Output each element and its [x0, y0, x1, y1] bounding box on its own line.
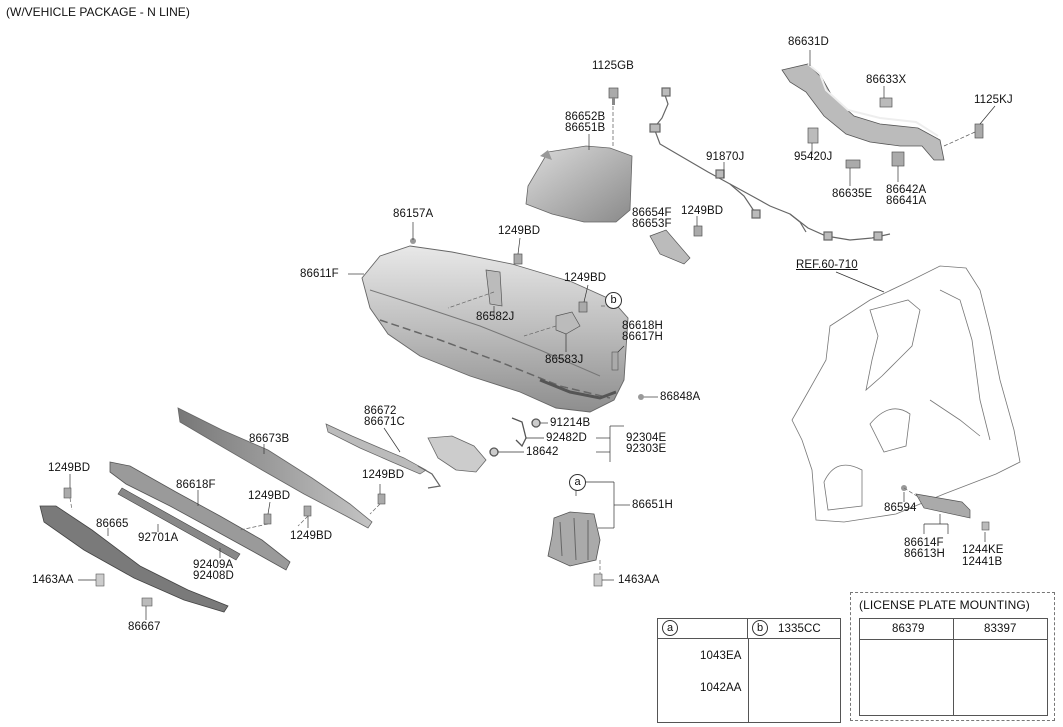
part-label: 92409A	[193, 559, 234, 571]
part-label: 1249BD	[564, 272, 607, 284]
garnish-86673B	[177, 407, 373, 529]
part-label: 1249BD	[248, 490, 291, 502]
bumper-corner-cover	[525, 145, 633, 223]
clip-86848A	[638, 394, 644, 400]
bracket-86583J	[555, 301, 588, 335]
part-label: 86671C	[364, 416, 405, 428]
part-label: 86651B	[565, 122, 606, 134]
legend-marker-b: b	[752, 620, 768, 636]
part-label: 86613H	[904, 548, 945, 560]
license-plate-table: 86379 83397	[859, 618, 1048, 716]
part-label: 92304E	[626, 432, 667, 444]
clip-1463AA-right	[593, 573, 603, 587]
part-label: 86618H	[622, 320, 663, 332]
part-label: 86641A	[886, 195, 927, 207]
reflector-86617H	[611, 351, 619, 371]
part-label: 1249BD	[498, 225, 541, 237]
part-label: 92701A	[138, 532, 179, 544]
molding-92701A	[117, 487, 241, 561]
callout-a: a	[569, 474, 586, 491]
part-label: 86653F	[632, 218, 672, 230]
part-label: 1125KJ	[974, 94, 1013, 106]
part-label: 86652B	[565, 111, 606, 123]
part-label: 18642	[526, 446, 559, 458]
part-label: 86617H	[622, 331, 663, 343]
part-label: 86642A	[886, 184, 927, 196]
part-label: 86667	[128, 621, 161, 633]
part-label: 1249BD	[48, 462, 91, 474]
diagram-title: (W/VEHICLE PACKAGE - N LINE)	[6, 5, 190, 19]
part-label: 86665	[96, 518, 129, 530]
legend-header-a: a	[658, 619, 748, 639]
reference-label: REF.60-710	[796, 259, 858, 271]
part-label: 86635E	[832, 188, 873, 200]
legend-part-1042AA: 1042AA	[700, 682, 742, 694]
bracket-86651H	[547, 511, 601, 567]
part-label: 86614F	[904, 537, 944, 549]
clip-1463AA-left	[95, 573, 105, 587]
part-label: 1244KE	[962, 544, 1004, 556]
part-label: 92408D	[193, 570, 234, 582]
part-label: 86673B	[249, 433, 290, 445]
part-label: 1463AA	[32, 574, 74, 586]
part-label: 86654F	[632, 207, 672, 219]
part-label: 95420J	[794, 151, 833, 163]
part-label: 86582J	[476, 311, 515, 323]
legend-part-1335CC: 1335CC	[778, 623, 821, 635]
part-label: 91870J	[706, 151, 745, 163]
part-label: 91214B	[550, 417, 591, 429]
part-label: 86611F	[300, 268, 339, 280]
part-label: 86631D	[788, 36, 829, 48]
part-label: 1463AA	[618, 574, 660, 586]
part-label: 86848A	[660, 391, 701, 403]
license-plate-mounting-box: (LICENSE PLATE MOUNTING) 86379 83397	[850, 592, 1055, 721]
part-label: 1249BD	[681, 205, 724, 217]
bolt-1125GB	[608, 87, 619, 148]
legend-part-1043EA: 1043EA	[700, 650, 742, 662]
reinforcement-86618F	[109, 461, 291, 571]
clip-86667	[141, 597, 153, 607]
part-label: 92303E	[626, 443, 667, 455]
bolt-1249BD-4	[377, 493, 386, 505]
clip-86157A	[410, 238, 416, 244]
part-label: 86583J	[545, 354, 584, 366]
quarter-panel-reference	[791, 265, 1021, 523]
part-label: 92482D	[546, 432, 587, 444]
bolt-1249BD-3	[303, 505, 312, 517]
legend-header-b: b 1335CC	[748, 619, 840, 639]
part-label: 1125GB	[592, 60, 634, 72]
part-label: 12441B	[962, 556, 1003, 568]
license-plate-title: (LICENSE PLATE MOUNTING)	[859, 598, 1030, 612]
rear-bumper-cover	[361, 245, 629, 413]
molding-86671C	[325, 423, 427, 475]
wiring-harness	[649, 87, 891, 241]
bracket-86582J	[485, 253, 523, 307]
bolt-1125KJ	[943, 123, 984, 147]
bracket-86653F	[649, 225, 703, 265]
license-part-83397: 83397	[984, 623, 1017, 635]
bolt-1249BD-2	[263, 513, 272, 525]
legend-marker-a: a	[662, 620, 678, 636]
trim-86613H	[901, 485, 990, 531]
leader-lines	[69, 50, 996, 620]
rear-rail-bracket	[781, 63, 945, 169]
part-label: 86651H	[632, 499, 673, 511]
part-label: 86633X	[866, 74, 907, 86]
lip-86665	[39, 505, 229, 613]
lamp-92303E	[417, 435, 487, 489]
hardware-legend-table: a b 1335CC 1043EA 1042AA	[657, 618, 841, 723]
part-label: 86157A	[393, 208, 434, 220]
bolt-1249BD-1	[63, 487, 72, 499]
table-col-divider	[953, 619, 954, 715]
part-label: 1249BD	[290, 530, 333, 542]
part-label: 86618F	[176, 479, 216, 491]
part-label: 86594	[884, 502, 917, 514]
part-label: 1249BD	[362, 469, 405, 481]
part-label: 86672	[364, 405, 397, 417]
license-part-86379: 86379	[892, 623, 925, 635]
callout-b: b	[605, 292, 622, 309]
legend-divider	[748, 639, 749, 722]
